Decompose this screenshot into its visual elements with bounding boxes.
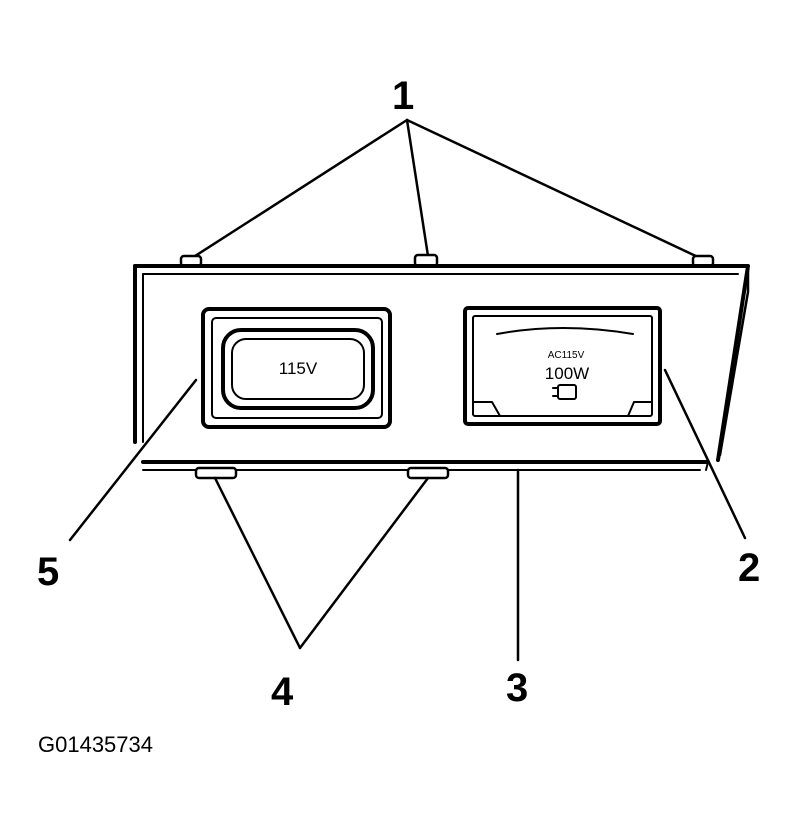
cover-rating-voltage: AC115V [548,350,585,361]
bottom-clips [194,466,450,480]
figure-id: G01435734 [38,732,153,757]
leader-lines-4 [213,476,430,650]
plug-icon [552,384,577,400]
outlet-housing [133,264,750,471]
callout-3: 3 [506,666,529,710]
callout-1: 1 [392,74,415,118]
callout-5: 5 [37,550,60,594]
callout-4: 4 [271,670,294,714]
leader-line-2 [663,368,747,540]
outlet-label: 115V [279,359,318,378]
leader-lines-1 [190,118,702,260]
outlet-115v: 115V [201,307,392,429]
outlet-cover: AC115V 100W [463,306,662,426]
cover-rating-wattage: 100W [545,364,589,383]
top-clips [179,253,715,268]
leader-line-5 [68,378,198,542]
callout-2: 2 [738,546,761,590]
